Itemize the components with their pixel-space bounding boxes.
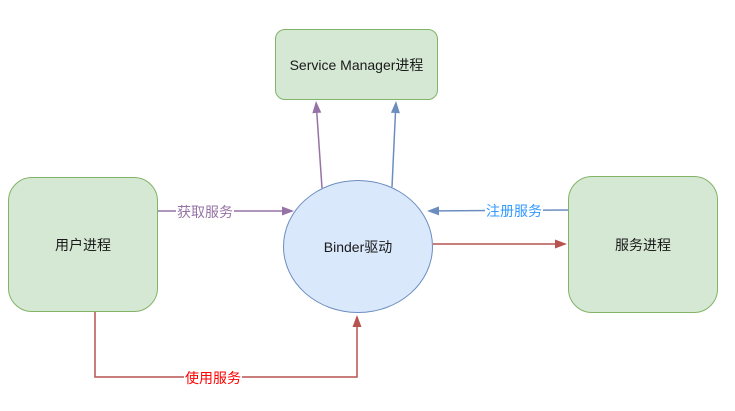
node-user-process: 用户进程 [8, 177, 158, 312]
edge-binder-to-servicemanager-register [391, 112, 397, 188]
edge-binder-to-servicemanager-query [316, 112, 323, 189]
edge-use-service [94, 312, 358, 378]
arrowhead-use-service [352, 315, 362, 327]
node-binder-driver-label: Binder驱动 [323, 238, 393, 255]
node-service-manager-label: Service Manager进程 [289, 56, 424, 73]
arrowhead-binder-to-servicemanager-query [312, 101, 322, 114]
node-binder-driver: Binder驱动 [283, 180, 433, 313]
arrowhead-register-service [427, 206, 440, 216]
node-service-process-label: 服务进程 [615, 236, 671, 253]
node-user-process-label: 用户进程 [55, 236, 111, 253]
arrowhead-binder-to-service-process [555, 239, 567, 249]
arrowhead-binder-to-servicemanager-register [390, 101, 400, 114]
edge-label-register-service: 注册服务 [485, 203, 543, 219]
edge-label-use-service: 使用服务 [184, 370, 242, 386]
edge-label-acquire-service: 获取服务 [176, 204, 234, 220]
node-service-process: 服务进程 [568, 176, 718, 313]
node-service-manager-process: Service Manager进程 [275, 29, 438, 100]
